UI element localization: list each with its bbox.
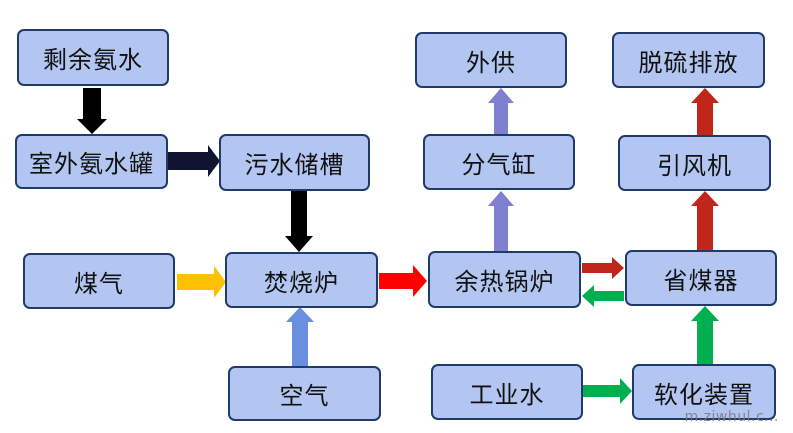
node-economizer: 省煤器: [625, 250, 777, 306]
node-air: 空气: [228, 366, 381, 421]
node-wastewater-tank: 污水储槽: [219, 134, 370, 191]
node-waste-heat-boiler: 余热锅炉: [428, 251, 581, 308]
arrow-boiler-to-cylinder: [488, 191, 514, 251]
arrow-softening-to-economizer: [691, 306, 719, 364]
arrow-gas-to-incinerator: [177, 266, 226, 298]
arrow-economizer-to-boiler: [582, 285, 624, 307]
node-desulfurization-discharge: 脱硫排放: [612, 32, 765, 88]
node-industrial-water: 工业水: [431, 364, 583, 420]
arrow-incinerator-to-boiler: [379, 265, 427, 297]
arrow-tank-to-wastewater: [168, 145, 220, 177]
arrow-economizer-to-fan: [691, 191, 719, 250]
node-softening-unit: 软化装置: [632, 364, 776, 420]
node-incinerator: 焚烧炉: [225, 252, 378, 308]
node-steam-cylinder: 分气缸: [423, 134, 575, 190]
node-induced-fan: 引风机: [618, 135, 771, 191]
arrow-fan-to-discharge: [691, 88, 719, 135]
node-outdoor-ammonia-tank: 室外氨水罐: [15, 134, 168, 189]
watermark: m.ziwhul.c...: [684, 409, 779, 425]
node-surplus-ammonia-water: 剩余氨水: [17, 29, 169, 86]
arrow-wastewater-to-incinerator: [285, 191, 313, 252]
node-external-supply: 外供: [415, 32, 567, 88]
arrow-air-to-incinerator: [286, 307, 314, 366]
arrow-cylinder-to-supply: [488, 88, 514, 135]
node-gas: 煤气: [23, 253, 175, 309]
arrow-water-to-softening: [583, 378, 632, 404]
arrow-boiler-to-economizer: [582, 257, 624, 279]
arrow-surplus-to-tank: [77, 88, 107, 134]
